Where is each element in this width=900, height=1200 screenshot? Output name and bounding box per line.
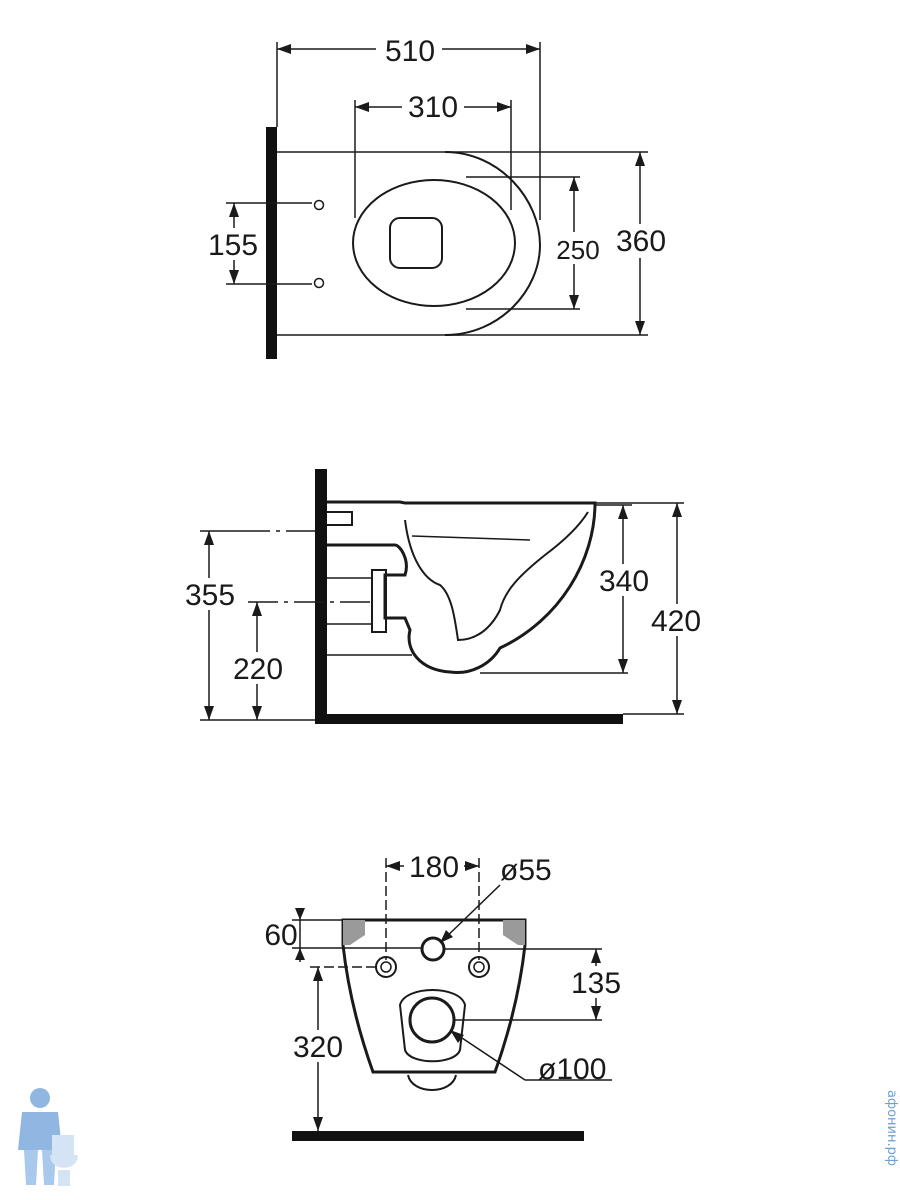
rear-view-left-corner-fill [343,920,365,945]
dim-510-arrow-right [526,44,540,54]
top-view-wall [266,127,277,359]
top-view-seat-opening [352,179,516,307]
side-view-rim-line [411,535,531,541]
dim-250-arrow-bottom [569,295,579,309]
side-view-outlet-pipe [371,569,387,633]
watermark: афонин.рф [18,1088,899,1186]
dim-60-arrow-top [295,908,305,920]
rear-view-right-corner-fill [503,920,525,945]
dim-100-leader [449,1029,526,1081]
dim-310-arrow-right [497,102,511,112]
dim-355-label: 355 [185,579,235,612]
dim-310-arrow-left [355,102,369,112]
rear-view-floor [292,1131,584,1141]
dim-320-arrow-bottom [313,1117,323,1131]
dim-250-arrow-top [569,177,579,191]
plumber-mascot-icon [18,1088,78,1186]
dim-220-arrow-bottom [252,706,262,720]
dim-155-arrow-bottom [229,270,239,284]
dim-135-arrow-top [591,949,601,963]
rear-view-bowl-outline [341,918,527,1074]
side-view-bowl-outline [327,500,597,675]
rear-view-bolt-right-inner [473,961,485,973]
dim-360-arrow-top [635,152,645,166]
dim-355-arrow-top [204,531,214,545]
dim-55-arrow [440,930,453,943]
dim-340-arrow-bottom [618,659,628,673]
dim-320-arrow-top [313,967,323,981]
side-view-back-bracket [327,511,353,526]
dim-420-label: 420 [651,605,701,638]
dim-55-leader [439,884,501,944]
dim-60-label: 60 [264,919,297,952]
rear-view-foot [407,1074,457,1091]
side-view-trapway [404,511,589,642]
side-view-floor [315,714,623,724]
dim-180-label: 180 [409,851,459,884]
rear-view-inlet [420,936,446,962]
top-view-inner-bowl [389,217,443,269]
side-view-wall [315,469,327,724]
rear-view-outlet-collar [398,989,467,1063]
rear-view: 180 ø55 60 135 320 ø100 [264,850,626,1141]
rear-view-bolt-left-inner [380,961,392,973]
dim-340-label: 340 [599,565,649,598]
dim-340-arrow-top [618,505,628,519]
dim-360-arrow-bottom [635,321,645,335]
dim-55-label: ø55 [500,854,552,887]
dim-155-label: 155 [208,229,258,262]
top-view: 510 310 155 250 360 [204,30,672,359]
dim-360-label: 360 [616,225,666,258]
dim-180-arrow-right [465,861,479,871]
dim-220-arrow-top [252,602,262,616]
dim-135-label: 135 [571,967,621,1000]
dim-310-label: 310 [408,91,458,124]
dim-180-arrow-left [386,861,400,871]
dim-320-label: 320 [293,1031,343,1064]
dim-250-label: 250 [556,235,599,265]
top-view-mount-hole-upper [313,199,325,211]
dim-510-label: 510 [385,35,435,68]
dim-220-label: 220 [233,653,283,686]
side-view: 355 220 340 420 [180,469,708,724]
dim-135-arrow-bottom [591,1006,601,1020]
dim-510-arrow-left [277,44,291,54]
dim-60-arrow-bottom [295,948,305,960]
dim-420-arrow-bottom [672,700,682,714]
top-view-bowl-outline [444,151,542,336]
dim-420-arrow-top [672,503,682,517]
dim-155-arrow-top [229,203,239,217]
dim-100-arrow [450,1030,464,1043]
top-view-mount-hole-lower [313,277,325,289]
dim-355-arrow-bottom [204,706,214,720]
watermark-text: афонин.рф [884,1090,899,1166]
rear-view-outlet [408,996,456,1044]
dim-100-label: ø100 [538,1053,606,1086]
